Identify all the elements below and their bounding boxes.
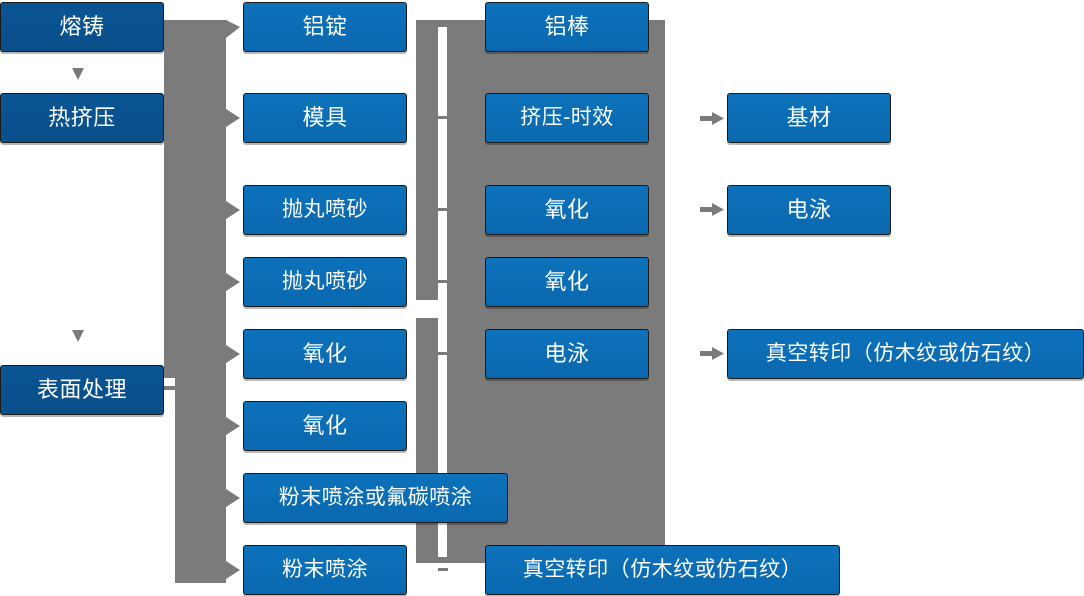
process-node-label: 氧化 [544,268,590,294]
process-node-label: 氧化 [302,412,348,438]
process-node-label: 电泳 [786,196,832,222]
process-node-extr-age[interactable]: 挤压-时效 [485,93,649,143]
process-node-label: 抛丸喷砂 [282,270,368,294]
process-node-label: 模具 [302,104,348,130]
process-node-powder[interactable]: 粉末喷涂 [243,545,407,595]
process-node-substrate[interactable]: 基材 [727,93,891,143]
process-node-label: 铝棒 [544,13,590,39]
process-node-label: 粉末喷涂或氟碳喷涂 [278,486,473,510]
process-node-bar[interactable]: 铝棒 [485,2,649,52]
process-node-powder-f[interactable]: 粉末喷涂或氟碳喷涂 [243,473,508,523]
process-node-shot1[interactable]: 抛丸喷砂 [243,185,407,235]
arrow-extrusion-to-surface [72,330,84,342]
process-node-label: 电泳 [544,340,590,366]
process-node-label: 真空转印（仿木纹或仿石纹） [522,558,803,582]
arrow-to-vacuum-transfer [700,347,724,360]
arrow-to-substrate [700,112,724,125]
process-node-edp1[interactable]: 电泳 [485,329,649,379]
process-node-label: 基材 [786,104,832,130]
left-bus-arrowheads [226,20,240,579]
process-node-label: 粉末喷涂 [282,558,368,582]
arrow-smelting-to-extrusion [72,68,84,80]
process-node-oxid4[interactable]: 氧化 [485,257,649,307]
process-node-mold[interactable]: 模具 [243,93,407,143]
process-node-label: 真空转印（仿木纹或仿石纹） [765,342,1046,366]
process-node-label: 表面处理 [36,376,127,402]
process-node-vacuum-a[interactable]: 真空转印（仿木纹或仿石纹） [727,329,1084,379]
process-node-smelting[interactable]: 熔铸 [0,2,164,52]
process-node-extrusion[interactable]: 热挤压 [0,93,164,143]
process-node-label: 抛丸喷砂 [282,198,368,222]
process-node-oxid1[interactable]: 氧化 [243,329,407,379]
process-node-label: 氧化 [544,196,590,222]
process-node-label: 熔铸 [59,13,105,39]
left-connector-bus [164,20,226,583]
process-node-label: 热挤压 [48,104,116,130]
process-node-label: 铝锭 [302,13,348,39]
process-node-label: 挤压-时效 [520,106,614,130]
arrow-to-edp [700,203,724,216]
process-node-vacuum-b[interactable]: 真空转印（仿木纹或仿石纹） [485,545,840,595]
process-node-label: 氧化 [302,340,348,366]
process-node-oxid2[interactable]: 氧化 [243,401,407,451]
right-arrowheads [700,112,724,360]
process-node-ingot[interactable]: 铝锭 [243,2,407,52]
process-node-surface[interactable]: 表面处理 [0,365,164,415]
process-node-edp2[interactable]: 电泳 [727,185,891,235]
process-node-oxid3[interactable]: 氧化 [485,185,649,235]
process-node-shot2[interactable]: 抛丸喷砂 [243,257,407,307]
